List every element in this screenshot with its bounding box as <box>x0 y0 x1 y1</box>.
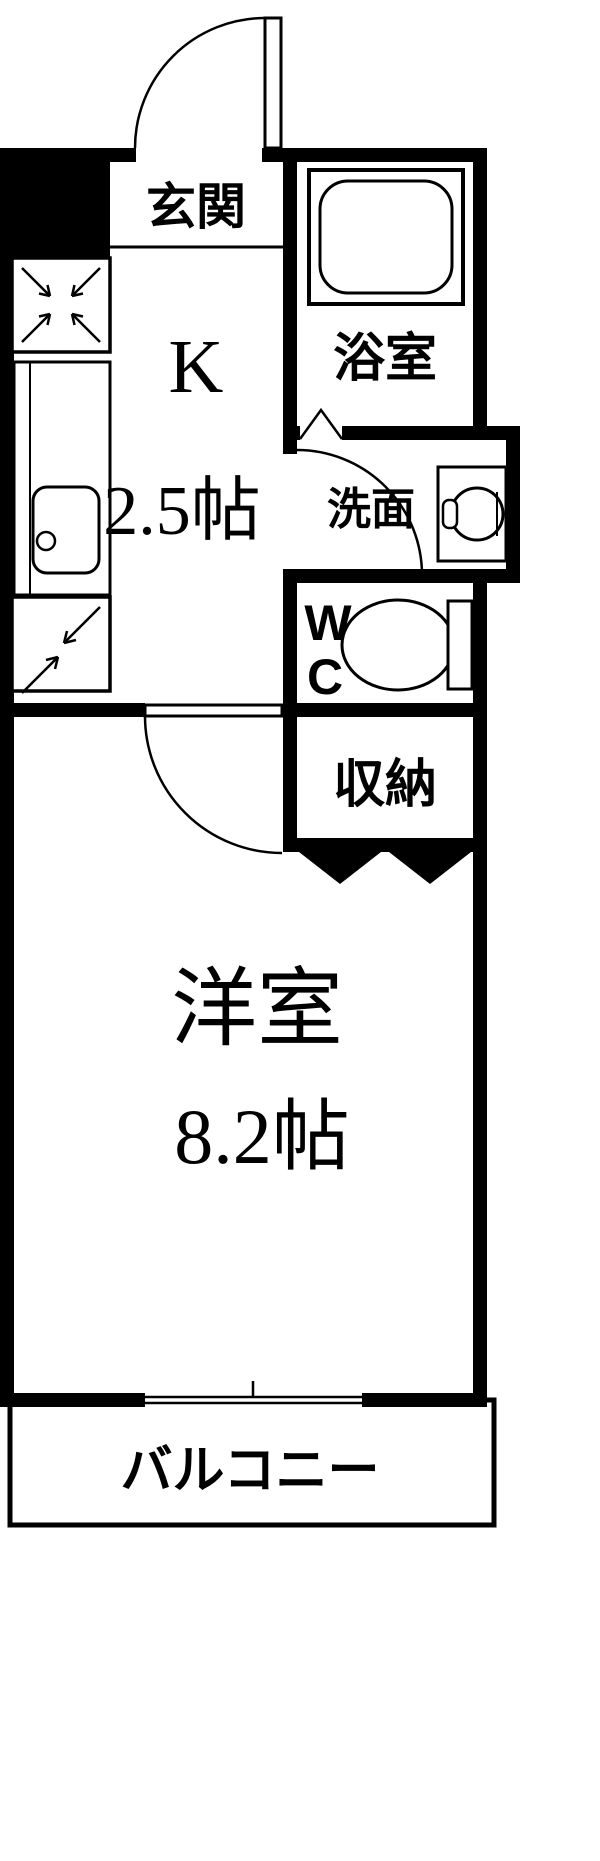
bathroom-door-gap <box>300 426 342 440</box>
wall-top-right <box>262 148 487 162</box>
arrow-bottom-tr <box>62 606 101 645</box>
bathtub-inner <box>318 179 454 295</box>
arrow-top-bl <box>21 312 52 343</box>
wall-kitchen-bottom-left <box>0 703 145 717</box>
toilet-bowl <box>340 598 456 692</box>
wall-bottom-left <box>0 1393 145 1407</box>
entrance-door-leaf <box>263 16 283 150</box>
washbasin-icon <box>436 465 508 563</box>
wall-bathroom-left <box>283 162 297 426</box>
wall-washroom-jog-bottom <box>473 569 520 583</box>
arrow-top-tl <box>21 267 52 298</box>
wall-storage-bottom <box>283 838 487 852</box>
wall-bottom-right <box>362 1393 487 1407</box>
wall-wc-left <box>283 569 297 717</box>
western-room-door-leaf <box>143 703 284 718</box>
western-room-size-label: 8.2帖 <box>174 1093 350 1180</box>
western-room-label: 洋室 <box>171 961 343 1057</box>
wc-label-c: C <box>307 649 343 705</box>
arrow-bottom-bl <box>21 655 60 694</box>
wall-storage-left <box>283 717 297 852</box>
wall-entrance-top-left <box>110 148 136 162</box>
kitchen-faucet <box>35 530 57 552</box>
western-room-door-arc <box>143 715 283 855</box>
entrance-label: 玄関 <box>146 179 246 235</box>
arrow-top-br <box>70 312 101 343</box>
storage-door-triangle-left <box>299 852 381 884</box>
wall-washroom-left-stub <box>283 440 297 454</box>
kitchen-counter-icon <box>12 360 112 597</box>
kitchen-sink <box>31 485 101 575</box>
walls <box>0 148 520 1407</box>
washbasin-bowl <box>449 486 505 542</box>
arrow-box-symbol-bottom <box>10 595 112 694</box>
arrow-top-tr <box>70 267 101 298</box>
wc-label-w: W <box>304 595 352 651</box>
wall-washroom-right <box>506 438 520 571</box>
bathroom-label: 浴室 <box>333 330 437 388</box>
wall-left <box>0 256 14 1407</box>
wall-storage-top <box>283 703 487 717</box>
wall-wc-top <box>283 569 473 583</box>
kitchen-size-label: 2.5帖 <box>103 473 261 550</box>
wall-washroom-jog-top <box>473 426 520 440</box>
arrow-box-symbol-top <box>10 256 112 354</box>
toilet-tank <box>446 599 474 691</box>
entrance-door-arc <box>133 16 266 149</box>
toilet-icon <box>340 598 474 692</box>
wall-right-upper <box>473 148 487 426</box>
washroom-label: 洗面 <box>327 485 415 534</box>
balcony-label: バルコニー <box>121 1442 380 1500</box>
bathtub-icon <box>307 168 465 306</box>
storage-label: 収納 <box>333 756 437 814</box>
washbasin-faucet <box>441 498 459 530</box>
bathroom-folding-door-icon <box>298 407 344 440</box>
wall-top-left-block <box>0 148 110 258</box>
kitchen-label: K <box>169 325 224 409</box>
wall-right-lower <box>473 583 487 1407</box>
storage-door-triangle-right <box>389 852 471 884</box>
balcony-outline <box>7 1397 497 1528</box>
washroom-door-arc <box>296 448 424 576</box>
